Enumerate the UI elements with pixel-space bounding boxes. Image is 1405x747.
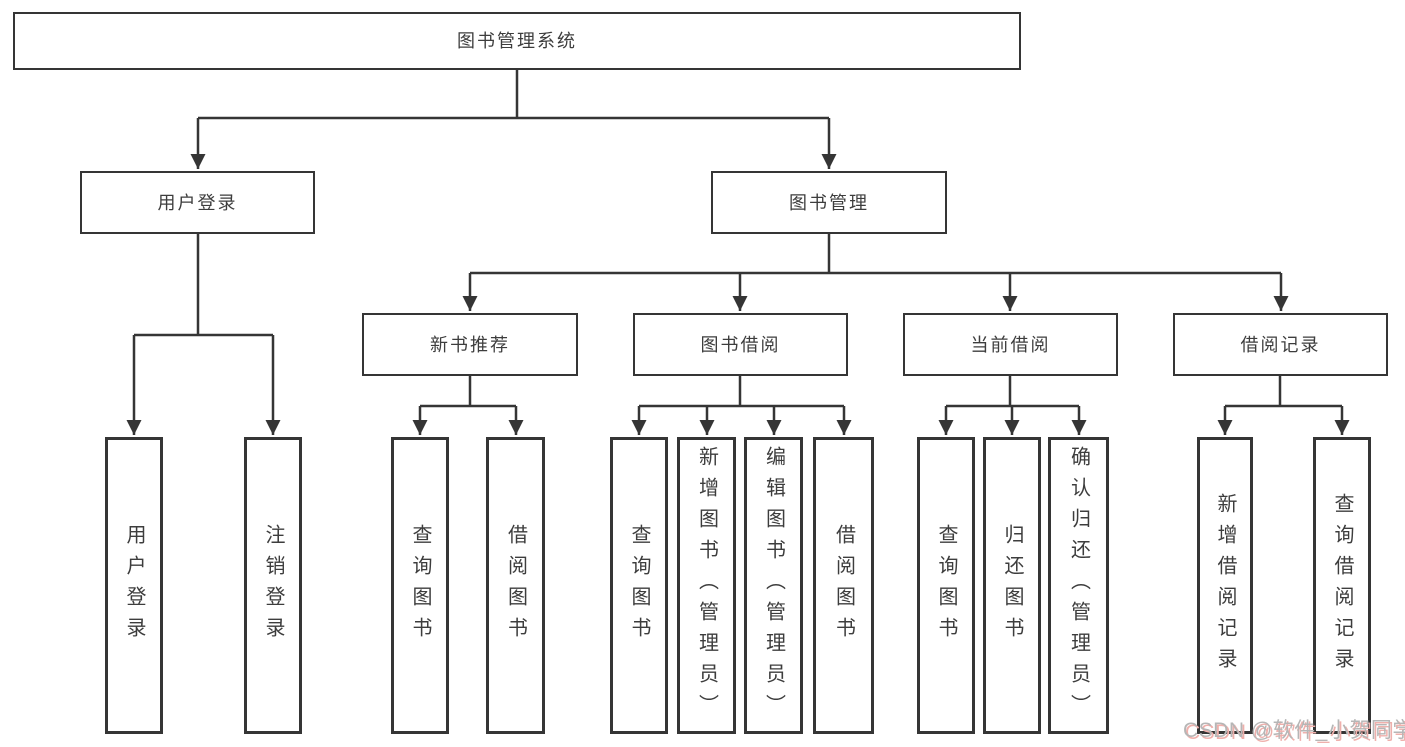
leaf-current-query-books: 查询图书	[917, 437, 975, 734]
node-current-borrowing: 当前借阅	[903, 313, 1118, 376]
leaf-newbook-borrow-books: 借阅图书	[486, 437, 545, 734]
leaf-records-add-borrow-record: 新增借阅记录	[1197, 437, 1253, 734]
node-user-login: 用户登录	[80, 171, 315, 234]
node-library-management-system: 图书管理系统	[13, 12, 1021, 70]
node-borrowing-records: 借阅记录	[1173, 313, 1388, 376]
node-book-borrowing: 图书借阅	[633, 313, 848, 376]
leaf-records-query-borrow-record: 查询借阅记录	[1313, 437, 1371, 734]
csdn-watermark: CSDN @软件_小贺同学	[1183, 719, 1405, 742]
leaf-borrowing-borrow-books: 借阅图书	[813, 437, 874, 734]
leaf-borrowing-edit-books-admin: 编辑图书（管理员）	[744, 437, 803, 734]
leaf-current-return-books: 归还图书	[983, 437, 1041, 734]
node-book-management: 图书管理	[711, 171, 947, 234]
leaf-logout: 注销登录	[244, 437, 302, 734]
leaf-borrowing-query-books: 查询图书	[610, 437, 668, 734]
leaf-borrowing-add-books-admin: 新增图书（管理员）	[677, 437, 736, 734]
node-new-book-recommendation: 新书推荐	[362, 313, 578, 376]
leaf-newbook-query-books: 查询图书	[391, 437, 449, 734]
leaf-current-confirm-return-admin: 确认归还（管理员）	[1048, 437, 1109, 734]
leaf-user-login: 用户登录	[105, 437, 163, 734]
